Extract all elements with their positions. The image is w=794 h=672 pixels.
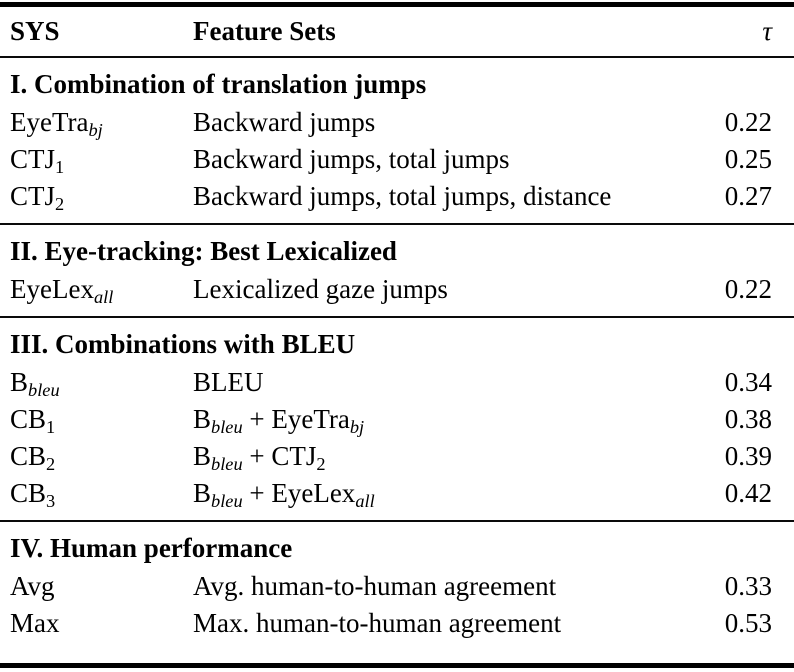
tau-value: 0.25 (724, 144, 772, 174)
tau-value: 0.39 (724, 441, 772, 471)
text-run: Backward jumps, total jumps (193, 144, 510, 174)
table-header-row: SYS Feature Sets τ (0, 7, 794, 56)
text-run: Avg (10, 571, 55, 601)
header-sys-label: SYS (10, 16, 60, 46)
table-row: Avg Avg. human-to-human agreement 0.33 (0, 568, 794, 605)
subscript-text: bleu (211, 417, 243, 438)
features-cell: Backward jumps (193, 107, 710, 138)
section-title: IV. Human performance (10, 532, 293, 563)
text-run: CB (10, 441, 47, 471)
sys-cell: EyeTrabj (10, 107, 193, 141)
header-tau-label: τ (762, 16, 772, 46)
text-run: Lexicalized gaze jumps (193, 274, 448, 304)
header-rule (0, 56, 794, 58)
text-run: EyeTra (10, 107, 89, 137)
text-run: Avg. human-to-human agreement (193, 571, 557, 601)
text-run: + EyeTra (242, 404, 350, 434)
features-cell: BLEU (193, 367, 710, 398)
sys-cell: CB3 (10, 478, 193, 512)
text-run: Backward jumps, total jumps, distance (193, 181, 612, 211)
features-cell: Max. human-to-human agreement (193, 608, 710, 639)
features-cell: Backward jumps, total jumps, distance (193, 181, 710, 212)
subscript-text: all (93, 287, 114, 308)
subscript-text: 2 (46, 454, 56, 475)
section-title: III. Combinations with BLEU (10, 328, 356, 359)
subscript-text: bleu (211, 454, 243, 475)
text-run: EyeLex (10, 274, 94, 304)
features-cell: Lexicalized gaze jumps (193, 274, 710, 305)
header-features-label: Feature Sets (193, 16, 336, 46)
subscript-text: 1 (55, 157, 65, 178)
sys-cell: CTJ1 (10, 144, 193, 178)
top-rule (0, 2, 794, 7)
tau-value: 0.22 (724, 274, 772, 304)
bottom-rule (0, 663, 794, 668)
text-run: BLEU (193, 367, 264, 397)
section-rule (0, 520, 794, 522)
section-title: I. Combination of translation jumps (10, 68, 427, 99)
text-run: Backward jumps (193, 107, 376, 137)
features-cell: Avg. human-to-human agreement (193, 571, 710, 602)
subscript-text: all (355, 491, 375, 512)
bottom-padding (0, 668, 794, 672)
text-run: CB (10, 478, 47, 508)
text-run: + CTJ (242, 441, 317, 471)
text-run: CB (10, 404, 47, 434)
subscript-text: bleu (211, 491, 243, 512)
sys-cell: CTJ2 (10, 181, 193, 215)
tau-value: 0.53 (724, 608, 772, 638)
subscript-text: bleu (28, 380, 60, 401)
tau-value: 0.22 (724, 107, 772, 137)
tau-value: 0.27 (724, 181, 772, 211)
features-cell: Bbleu + EyeLexall (193, 478, 710, 512)
text-run: + EyeLex (242, 478, 356, 508)
section-rule (0, 223, 794, 225)
sys-cell: CB1 (10, 404, 193, 438)
tau-value: 0.38 (724, 404, 772, 434)
features-cell: Bbleu + EyeTrabj (193, 404, 710, 438)
features-cell: Bbleu + CTJ2 (193, 441, 710, 475)
subscript-text: 2 (316, 454, 326, 475)
section-title: II. Eye-tracking: Best Lexicalized (10, 235, 397, 266)
features-cell: Backward jumps, total jumps (193, 144, 710, 175)
table-row: Max Max. human-to-human agreement 0.53 (0, 605, 794, 642)
sys-cell: Bbleu (10, 367, 193, 401)
tau-value: 0.34 (724, 367, 772, 397)
section-rule (0, 316, 794, 318)
text-run: CTJ (10, 144, 56, 174)
text-run: B (193, 478, 212, 508)
text-run: B (10, 367, 29, 397)
text-run: Max (10, 608, 60, 638)
sys-cell: Avg (10, 571, 193, 602)
subscript-text: 2 (55, 194, 65, 215)
text-run: B (193, 441, 212, 471)
text-run: B (193, 404, 212, 434)
sys-cell: Max (10, 608, 193, 639)
sys-cell: CB2 (10, 441, 193, 475)
subscript-text: bj (88, 120, 103, 141)
sys-cell: EyeLexall (10, 274, 193, 308)
text-run: CTJ (10, 181, 56, 211)
tau-value: 0.33 (724, 571, 772, 601)
subscript-text: 1 (46, 417, 56, 438)
subscript-text: bj (349, 417, 365, 438)
text-run: Max. human-to-human agreement (193, 608, 562, 638)
subscript-text: 3 (46, 491, 56, 512)
tau-value: 0.42 (724, 478, 772, 508)
